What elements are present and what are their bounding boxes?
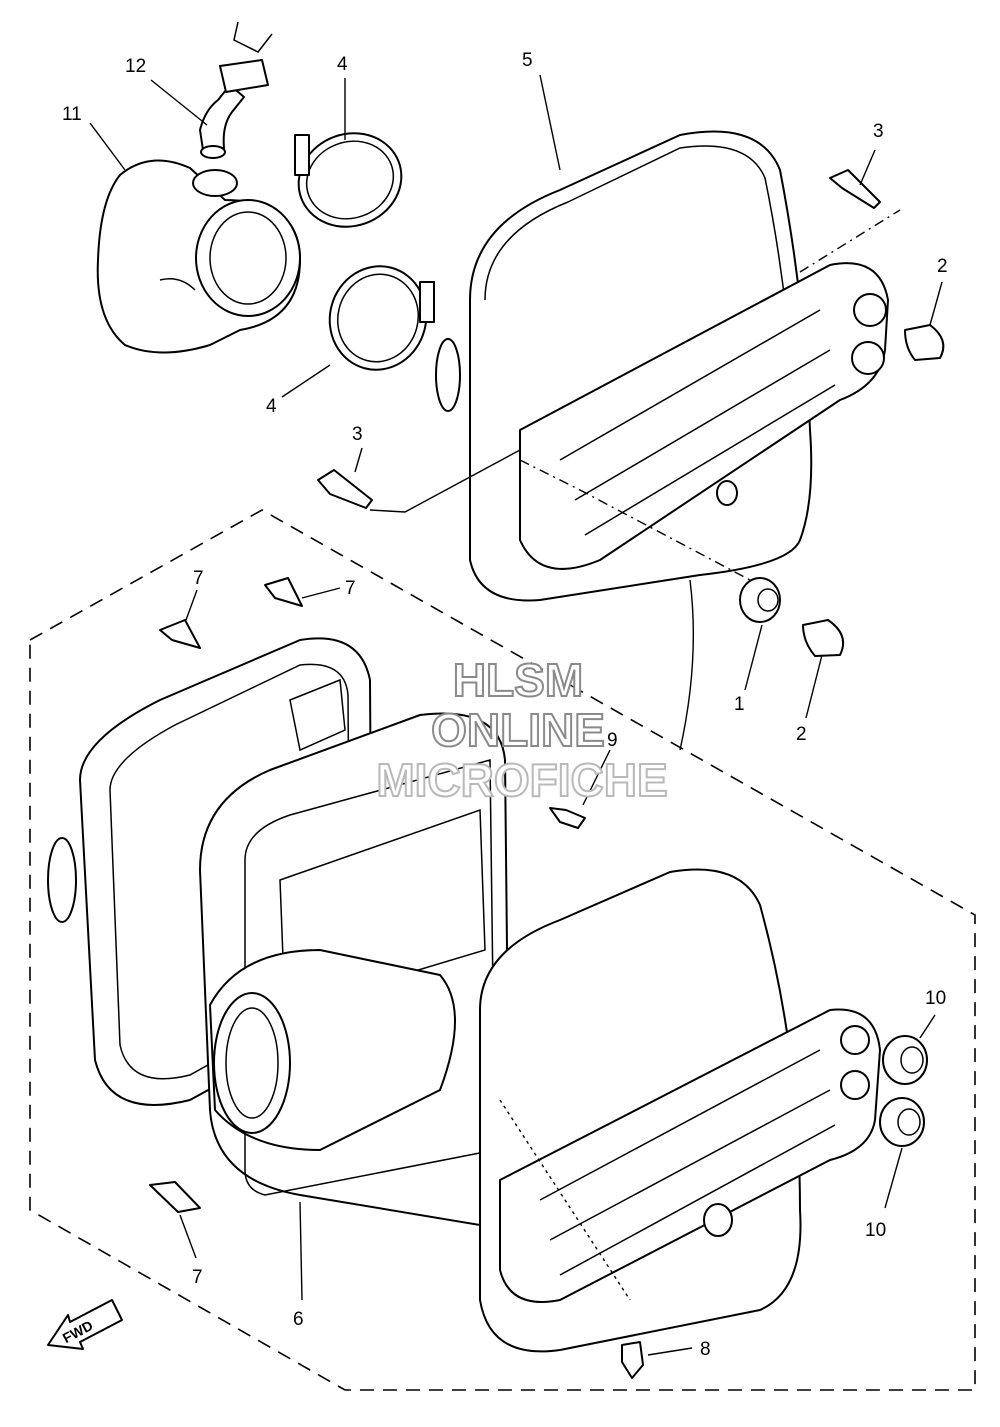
- bolt-part-3-upper: [829, 169, 881, 209]
- air-filter-case-part-5: [435, 130, 889, 602]
- callout-1: 1: [734, 694, 745, 715]
- watermark: HLSM ONLINE MICROFICHE: [375, 653, 668, 807]
- callout-3-upper: 3: [873, 121, 884, 142]
- collar-part-2-upper: [904, 324, 945, 361]
- collar-part-2-lower: [802, 619, 844, 657]
- clip-part-7-b: [264, 577, 303, 607]
- callout-labels: 12 11 4 5 3 2 4 3 7 7 1 2 9 10 10 7 6 8: [62, 50, 948, 1360]
- exploded-view-boundary: [29, 509, 976, 1391]
- watermark-line-1: HLSM: [453, 654, 583, 706]
- callout-6: 6: [293, 1309, 304, 1330]
- breather-hose-part-12: [199, 21, 273, 159]
- callout-7-a: 7: [193, 568, 204, 589]
- callout-2-upper: 2: [937, 256, 948, 277]
- callout-3-lower: 3: [352, 424, 363, 445]
- callout-9: 9: [607, 730, 618, 751]
- clip-part-7-c: [149, 1181, 201, 1213]
- watermark-line-3: MICROFICHE: [376, 754, 667, 806]
- callout-7-c: 7: [192, 1267, 203, 1288]
- grommet-part-10-upper: [882, 1035, 928, 1085]
- callout-5: 5: [522, 50, 533, 71]
- intake-joint-part-11: [96, 159, 301, 354]
- leader-lines: [89, 74, 943, 1356]
- bolt-part-3-lower: [317, 469, 373, 509]
- screw-part-9: [549, 807, 586, 829]
- callout-10-lower: 10: [865, 1220, 886, 1241]
- callout-4-upper: 4: [337, 54, 348, 75]
- callout-2-lower: 2: [796, 724, 807, 745]
- callout-10-upper: 10: [925, 988, 946, 1009]
- filter-element-part-6: [199, 712, 511, 1231]
- clip-part-7-a: [159, 619, 201, 649]
- watermark-line-2: ONLINE: [431, 704, 605, 756]
- drain-plug-part-8: [621, 1341, 644, 1379]
- callout-4-lower: 4: [266, 396, 277, 417]
- grommet-part-10-lower: [879, 1097, 925, 1147]
- hose-clamp-part-4-upper: [294, 132, 403, 228]
- grommet-part-1: [739, 577, 781, 623]
- callout-11: 11: [62, 104, 82, 125]
- hose-clamp-part-4-lower: [328, 265, 435, 371]
- air-filter-case-lower-cover: [479, 868, 881, 1353]
- forward-direction-badge: FWD: [47, 1299, 123, 1350]
- callout-8: 8: [700, 1339, 711, 1360]
- callout-7-b: 7: [345, 578, 356, 599]
- callout-12: 12: [125, 56, 146, 77]
